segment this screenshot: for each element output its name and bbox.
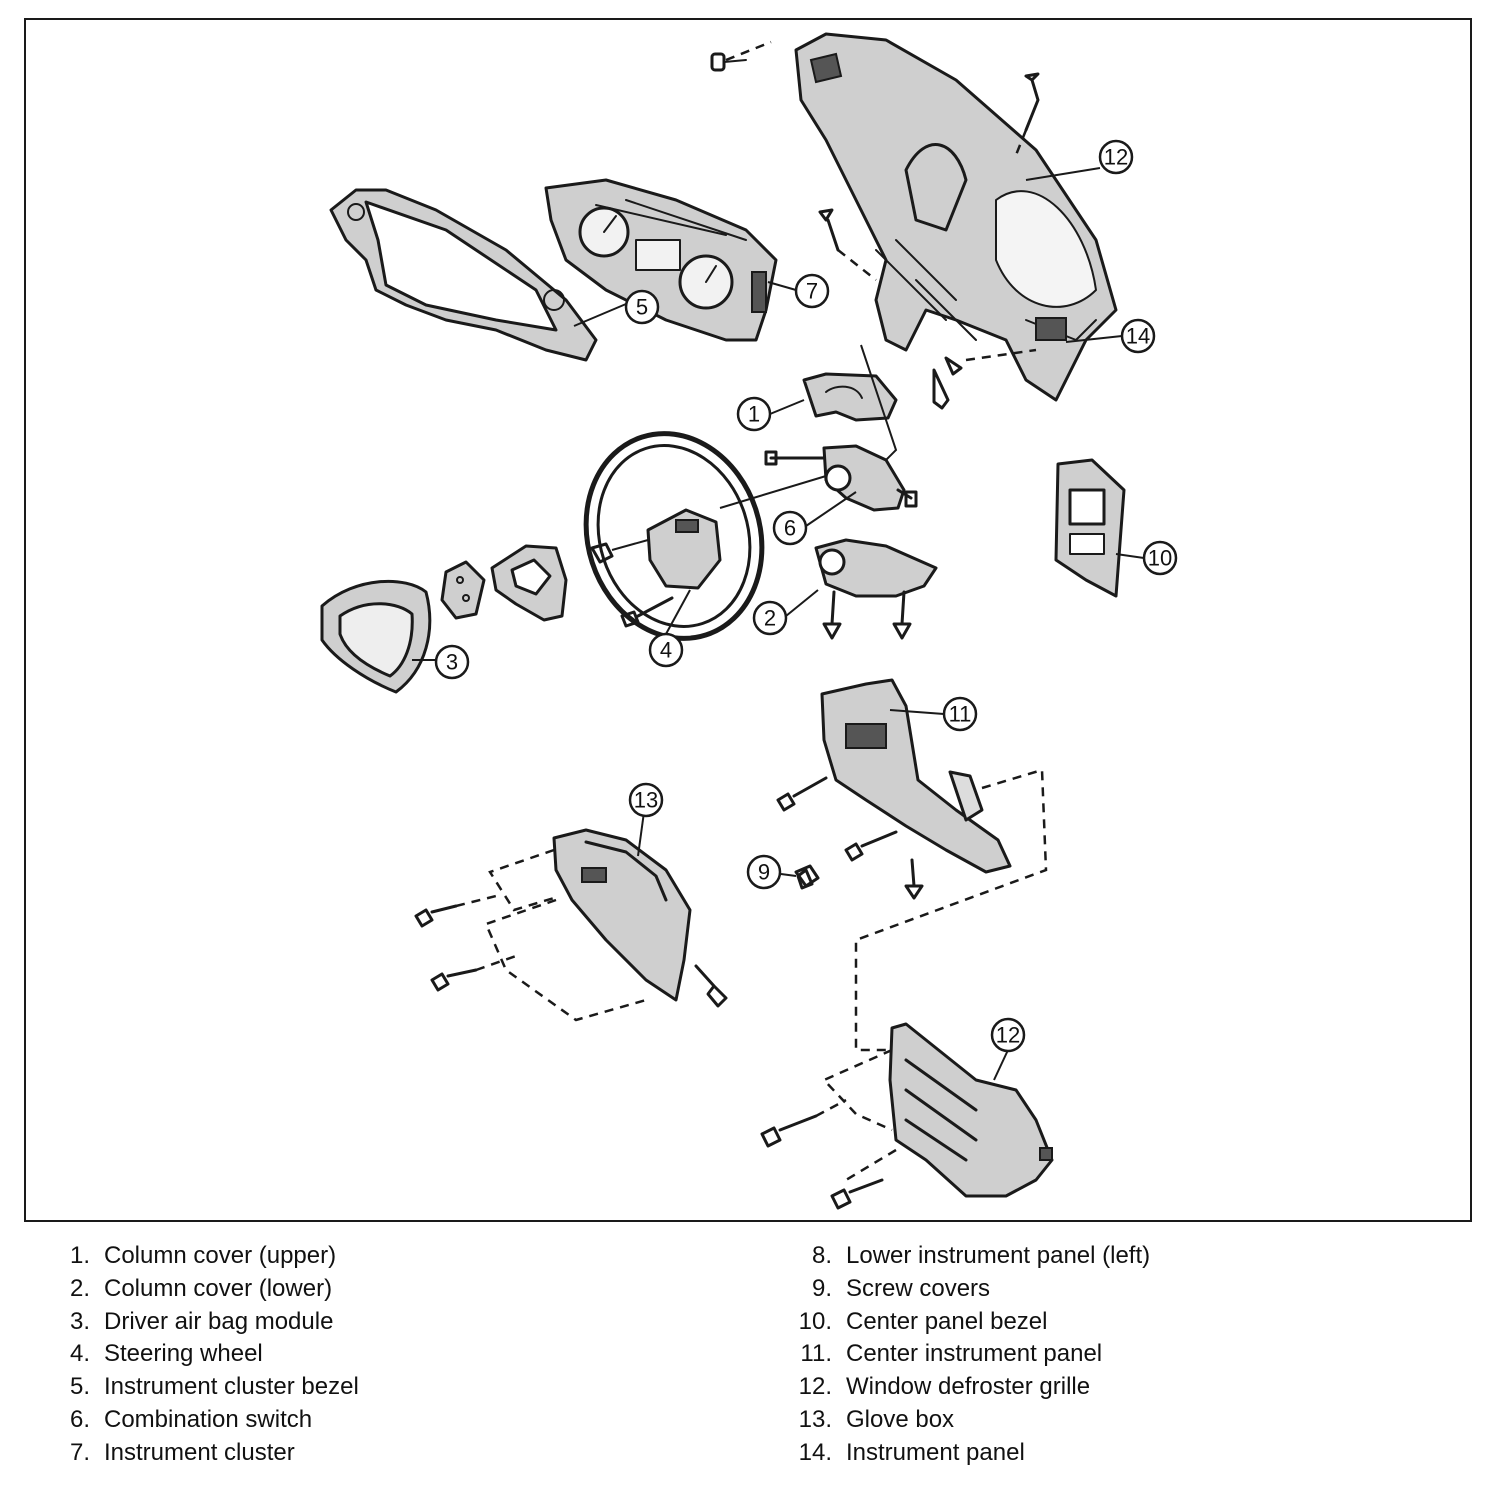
glove-box-part [414,828,728,1022]
legend-item: 3. Driver air bag module [60,1306,359,1339]
legend-label: Instrument cluster [104,1438,295,1466]
legend-item: 14. Instrument panel [790,1437,1150,1470]
legend-item: 11. Center instrument panel [790,1338,1150,1371]
steering-wheel-part [583,431,827,641]
svg-text:12: 12 [1104,145,1128,170]
callout-7: 7 [794,273,830,309]
legend-right-column: 8. Lower instrument panel (left) 9. Screw … [790,1240,1151,1470]
callout-4: 4 [648,632,684,668]
callout-9: 9 [746,854,782,890]
legend-item: 8. Lower instrument panel (left) [790,1240,1150,1273]
legend-item: 10. Center panel bezel [790,1306,1150,1339]
legend-label: Column cover (lower) [104,1274,333,1302]
legend-number: 14. [798,1438,832,1466]
legend-label: Instrument cluster bezel [104,1373,359,1401]
legend-item: 2. Column cover (lower) [60,1273,359,1306]
callout-14: 14 [1120,318,1156,354]
callout-leaders [412,167,1145,1081]
instrument-panel-part [794,32,1118,402]
window-defroster-grille-part [760,1022,1054,1210]
exploded-view-drawing: 1 2 3 4 5 6 7 9 10 11 12 12 13 14 [320,32,1178,1210]
svg-text:6: 6 [784,516,796,541]
svg-text:4: 4 [660,638,672,663]
svg-text:1: 1 [748,402,760,427]
legend-label: Center instrument panel [846,1340,1103,1368]
legend-item: 1. Column cover (upper) [60,1240,359,1273]
legend-left-column: 1. Column cover (upper) 2. Column cover (l… [60,1240,359,1470]
legend-item: 5. Instrument cluster bezel [60,1371,359,1404]
legend-item: 7. Instrument cluster [60,1437,359,1470]
screw-group-top [710,40,1040,410]
exploded-diagram-frame: 1 2 3 4 5 6 7 9 10 11 12 12 13 14 [24,18,1472,1222]
legend-number: 1. [69,1242,90,1269]
center-instrument-panel-part [776,678,1048,1052]
legend-label: Glove box [846,1405,955,1433]
callout-10: 10 [1142,540,1178,576]
svg-text:14: 14 [1126,324,1150,349]
legend-item: 13. Glove box [790,1404,1150,1437]
callout-11: 11 [942,696,978,732]
legend-number: 6. [69,1405,90,1433]
svg-text:13: 13 [634,788,658,813]
legend-item: 6. Combination switch [60,1404,359,1437]
legend-label: Combination switch [104,1405,313,1433]
legend-item: 9. Screw covers [790,1273,1150,1306]
center-panel-bezel-part [1054,458,1126,598]
legend-label: Column cover (upper) [104,1242,337,1269]
legend-number: 9. [811,1274,832,1302]
column-cover-lower-part [814,538,938,640]
driver-air-bag-module-part [320,544,568,694]
legend-number: 2. [69,1274,90,1302]
callout-5: 5 [624,289,660,325]
column-cover-upper-part [802,344,898,461]
legend-number: 8. [811,1242,832,1269]
legend-item: 4. Steering wheel [60,1338,359,1371]
callout-1: 1 [736,396,772,432]
callout-2: 2 [752,600,788,636]
legend-label: Steering wheel [104,1340,263,1368]
legend-number: 13. [798,1405,832,1433]
svg-text:7: 7 [806,279,818,304]
legend-label: Lower instrument panel (left) [846,1242,1151,1269]
legend-number: 10. [798,1307,832,1335]
svg-text:10: 10 [1148,546,1172,571]
svg-text:11: 11 [949,702,972,727]
svg-text:12: 12 [996,1023,1020,1048]
callout-12-lower: 12 [990,1017,1026,1053]
legend-number: 11. [800,1340,832,1368]
legend-label: Instrument panel [846,1438,1025,1466]
callout-12-upper: 12 [1098,139,1134,175]
callout-3: 3 [434,644,470,680]
callout-13: 13 [628,782,664,818]
combination-switch-part [764,444,918,512]
legend-item: 12. Window defroster grille [790,1371,1150,1404]
legend-number: 5. [69,1373,90,1401]
instrument-cluster-bezel-part [329,188,598,362]
instrument-cluster-part [544,178,778,342]
legend-label: Driver air bag module [104,1307,334,1335]
legend-label: Center panel bezel [846,1307,1048,1335]
legend-number: 7. [69,1438,90,1466]
legend-number: 12. [798,1373,832,1401]
svg-text:9: 9 [758,860,770,885]
svg-text:2: 2 [764,606,776,631]
legend-number: 3. [69,1307,90,1335]
svg-text:3: 3 [446,650,458,675]
legend-number: 4. [69,1340,90,1368]
legend-label: Window defroster grille [846,1373,1091,1401]
screw-cover-part [794,864,820,888]
legend-label: Screw covers [846,1274,991,1302]
callout-6: 6 [772,510,808,546]
svg-text:5: 5 [636,295,648,320]
